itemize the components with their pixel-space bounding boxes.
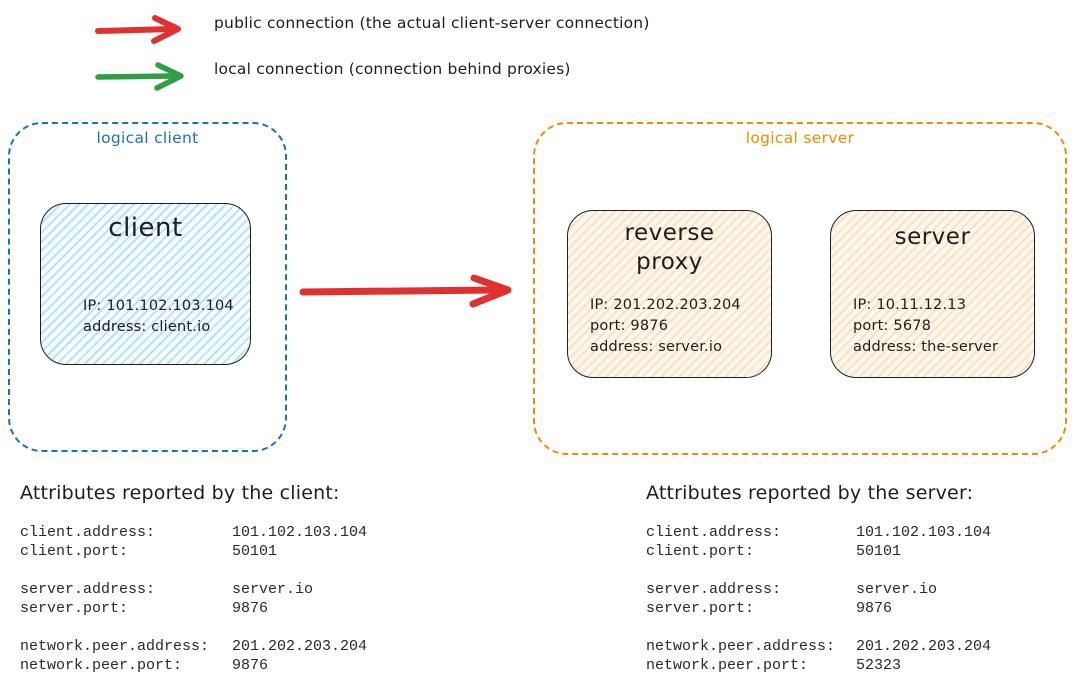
server-node-title: server (894, 224, 971, 250)
server-node: server IP: 10.11.12.13 port: 5678 addres… (830, 210, 1035, 378)
attr-key: server.port: (646, 600, 755, 617)
reverse-proxy-node-title: reverse proxy (624, 220, 715, 275)
attr-row: client.port: 50101 (646, 542, 991, 561)
attr-key: network.peer.address: (646, 638, 836, 655)
attr-value: 201.202.203.204 (232, 638, 368, 655)
attr-row: client.address: 101.102.103.104 (20, 523, 367, 542)
attr-key: client.address: (646, 524, 782, 541)
logical-server-group: logical server reverse proxy IP: 201.202… (533, 122, 1067, 455)
client-address: address: client.io (83, 319, 211, 335)
attr-row: server.port: 9876 (646, 599, 991, 618)
server-attr-group: client.address: 101.102.103.104 client.p… (646, 523, 991, 561)
client-node: client IP: 101.102.103.104 address: clie… (40, 203, 251, 365)
client-ip: IP: 101.102.103.104 (83, 298, 234, 314)
client-node-details: IP: 101.102.103.104 address: client.io (41, 296, 250, 338)
reverse-proxy-node: reverse proxy IP: 201.202.203.204 port: … (567, 210, 772, 378)
attr-row: client.address: 101.102.103.104 (646, 523, 991, 542)
reverse-proxy-port: port: 9876 (590, 318, 669, 334)
logical-client-label: logical client (96, 129, 199, 147)
local-connection-arrow-icon (95, 62, 184, 91)
client-to-server-arrow-icon (299, 274, 512, 308)
client-node-title: client (108, 213, 183, 243)
reverse-proxy-ip: IP: 201.202.203.204 (590, 297, 741, 313)
server-attr-group: server.address: server.io server.port: 9… (646, 580, 991, 618)
public-connection-arrow-icon (95, 15, 181, 44)
attr-value: server.io (232, 581, 314, 598)
attr-key: network.peer.address: (20, 638, 210, 655)
attr-key: network.peer.port: (646, 657, 809, 674)
server-attributes-block: Attributes reported by the server: clien… (646, 482, 991, 691)
attr-value: 101.102.103.104 (232, 524, 368, 541)
server-port: port: 5678 (853, 318, 932, 334)
attr-key: client.port: (20, 543, 129, 560)
attr-key: client.address: (20, 524, 156, 541)
logical-client-group: logical client (8, 122, 287, 452)
attr-value: 201.202.203.204 (856, 638, 992, 655)
attr-value: 50101 (232, 543, 278, 560)
public-connection-legend-label: public connection (the actual client-ser… (214, 14, 650, 32)
attr-value: 9876 (232, 657, 269, 674)
attr-key: network.peer.port: (20, 657, 183, 674)
client-attributes-table: client.address: 101.102.103.104 client.p… (20, 523, 367, 675)
attr-value: 9876 (856, 600, 893, 617)
attr-row: server.port: 9876 (20, 599, 367, 618)
attr-row: network.peer.address: 201.202.203.204 (20, 637, 367, 656)
client-attr-group: client.address: 101.102.103.104 client.p… (20, 523, 367, 561)
logical-server-label: logical server (745, 129, 855, 147)
attr-value: 101.102.103.104 (856, 524, 992, 541)
attr-value: server.io (856, 581, 938, 598)
server-ip: IP: 10.11.12.13 (853, 297, 967, 313)
server-attr-group: network.peer.address: 201.202.203.204 ne… (646, 637, 991, 675)
attr-value: 50101 (856, 543, 902, 560)
attr-value: 52323 (856, 657, 902, 674)
attr-row: server.address: server.io (20, 580, 367, 599)
attr-row: network.peer.address: 201.202.203.204 (646, 637, 991, 656)
attr-row: network.peer.port: 9876 (20, 656, 367, 675)
server-attributes-title: Attributes reported by the server: (646, 482, 974, 504)
client-attributes-title: Attributes reported by the client: (20, 482, 340, 504)
client-attr-group: server.address: server.io server.port: 9… (20, 580, 367, 618)
attr-key: server.port: (20, 600, 129, 617)
client-attributes-block: Attributes reported by the client: clien… (20, 482, 367, 691)
attr-value: 9876 (232, 600, 269, 617)
attr-row: server.address: server.io (646, 580, 991, 599)
server-attributes-table: client.address: 101.102.103.104 client.p… (646, 523, 991, 675)
attr-row: client.port: 50101 (20, 542, 367, 561)
client-attr-group: network.peer.address: 201.202.203.204 ne… (20, 637, 367, 675)
server-address: address: the-server (853, 339, 999, 355)
attr-row: network.peer.port: 52323 (646, 656, 991, 675)
attr-key: server.address: (20, 581, 156, 598)
attr-key: client.port: (646, 543, 755, 560)
attr-key: server.address: (646, 581, 782, 598)
server-node-details: IP: 10.11.12.13 port: 5678 address: the-… (831, 295, 1034, 358)
reverse-proxy-node-details: IP: 201.202.203.204 port: 9876 address: … (568, 295, 771, 358)
local-connection-legend-label: local connection (connection behind prox… (214, 60, 571, 78)
reverse-proxy-address: address: server.io (590, 339, 723, 355)
